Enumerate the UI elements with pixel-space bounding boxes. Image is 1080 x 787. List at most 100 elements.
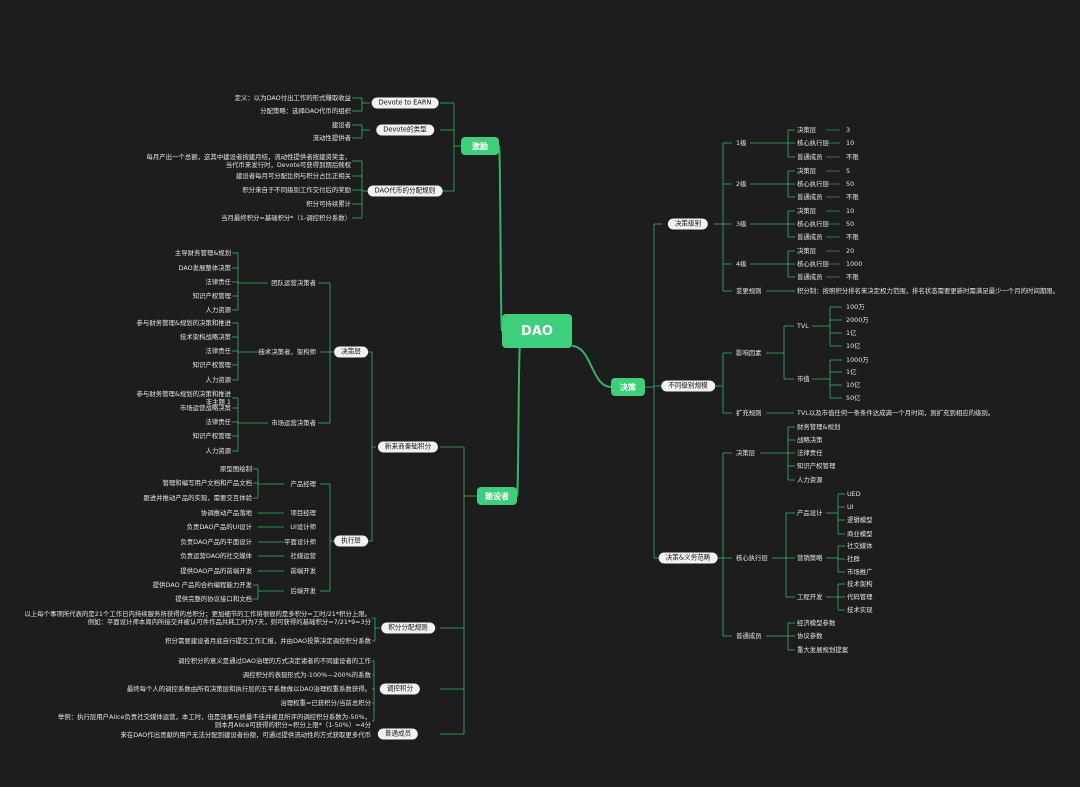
factor-value: 10亿: [846, 381, 861, 389]
duty-item: 技术实现: [847, 606, 873, 614]
level-quota: 1000: [846, 260, 863, 268]
decision-item: 参与财务管理&规划的决策和推进: [136, 319, 231, 327]
token-alloc-node[interactable]: DAO代币的分配规则: [367, 185, 443, 197]
voting-levels-node[interactable]: 决策级别: [667, 218, 709, 230]
points-rule-node[interactable]: 积分分配规则: [381, 622, 435, 634]
decision-item: 市场运营战略决策: [179, 404, 231, 412]
root-node-dao[interactable]: DAO: [502, 314, 572, 348]
factor-group: TVL: [797, 322, 809, 330]
executive-layer-node[interactable]: 执行层: [334, 535, 368, 547]
decision-item: 法律责任: [205, 347, 231, 355]
duty-item: 知识产权管理: [797, 462, 836, 470]
devote-to-earn-node[interactable]: Devote to EARN: [371, 97, 439, 109]
executive-group-label: 前端开发: [290, 567, 316, 575]
adjust-item: 调控积分的表现形式为-100%—200%的系数: [242, 671, 371, 679]
duty-subgroup: 产品设计: [797, 509, 823, 517]
duty-group: 决策层: [736, 449, 756, 457]
decision-item: 主导财务管理&规划: [174, 249, 231, 257]
level-name: 2级: [736, 180, 747, 188]
factor-value: 50亿: [846, 394, 861, 402]
duty-item: UI: [847, 503, 854, 511]
factor-value: 10亿: [846, 342, 861, 350]
level-quota: 不限: [846, 233, 859, 241]
duty-subgroup: 工程开发: [797, 593, 823, 601]
devote-type-item: 流动性提供者: [312, 134, 351, 142]
decision-item: 法律责任: [205, 418, 231, 426]
devote-types-node[interactable]: Devote的类型: [376, 124, 434, 136]
duty-group: 普通成员: [736, 632, 762, 640]
decision-item: 人力资源: [205, 306, 231, 314]
level-role: 普通成员: [797, 273, 823, 281]
duty-item: 经济模型参数: [797, 619, 836, 627]
level-role: 核心执行层: [797, 139, 829, 147]
adjust-item: 治理权重=已获积分/当前总积分: [280, 699, 371, 707]
level-quota: 不限: [846, 153, 859, 161]
duty-item: 社交媒体: [847, 542, 873, 550]
executive-item: 提供DAO产品的前端开发: [180, 567, 252, 575]
factor-name: 影响因素: [736, 349, 762, 357]
factor-value: 1亿: [846, 329, 857, 337]
executive-group-label: 产品经理: [290, 480, 316, 488]
adjust-points-node[interactable]: 调控积分: [379, 683, 421, 695]
token-alloc-item: 每月产出一个总额，这其中建设者按建月结，流动性提供者按建资奖金， 当代币来发行时…: [146, 153, 352, 169]
level-quota: 50: [846, 180, 855, 188]
change-rule-name: 变更规则: [736, 287, 762, 295]
duty-subgroup: 营销策略: [797, 554, 823, 562]
level-role: 普通成员: [797, 233, 823, 241]
change-rule-text: 积分制：按照积分排名来决定权力范围，排名状态需要更新时需满足最少一个月的时间期限…: [797, 287, 1060, 295]
level-quota: 不限: [846, 193, 859, 201]
duty-item: 代码管理: [847, 593, 873, 601]
level-role: 决策层: [797, 247, 817, 255]
level-quota: 不限: [846, 273, 859, 281]
duty-item: 人力资源: [797, 476, 823, 484]
duties-node[interactable]: 决策&义务范畴: [658, 552, 718, 564]
decision-group-label: 团队运营决策者: [271, 279, 316, 287]
member-node[interactable]: 普通成员: [377, 728, 419, 740]
executive-group-label: 社媒运营: [290, 552, 316, 560]
decision-item: DAO发展整体决策: [178, 264, 231, 272]
branch-incentive[interactable]: 激励: [461, 137, 499, 155]
decision-item: 知识产权管理: [192, 432, 231, 440]
decision-item: 知识产权管理: [192, 292, 231, 300]
level-quota: 50: [846, 220, 855, 228]
duty-item: 商业模型: [847, 530, 873, 538]
executive-item: 提供完整的协议接口和文档: [175, 595, 252, 603]
scale-node[interactable]: 不同级别规模: [661, 380, 715, 392]
duty-item: 社群: [847, 555, 860, 563]
newcomer-points-node[interactable]: 新来商秦础积分: [377, 441, 439, 453]
level-role: 普通成员: [797, 193, 823, 201]
factor-value: 1亿: [846, 368, 857, 376]
executive-item: 负责DAO产品的UI设计: [186, 523, 252, 531]
level-role: 决策层: [797, 167, 817, 175]
duty-group: 核心执行层: [736, 554, 768, 562]
decision-group-label: 市场运营决策者: [271, 419, 316, 427]
duty-item: 战略决策: [797, 436, 823, 444]
devote-earn-item: 分配策略：选择DAO代币的组织: [260, 107, 351, 115]
devote-type-item: 建设者: [331, 121, 351, 129]
decision-item: 知识产权管理: [192, 361, 231, 369]
decision-item: 技术架构战略决策: [179, 333, 231, 341]
decision-item: 人力资源: [205, 447, 231, 455]
level-role: 普通成员: [797, 153, 823, 161]
level-quota: 20: [846, 247, 855, 255]
decision-item: 人力资源: [205, 376, 231, 384]
duty-item: 法律责任: [797, 449, 823, 457]
level-role: 核心执行层: [797, 220, 829, 228]
branch-governance[interactable]: 决策: [611, 378, 645, 396]
level-role: 决策层: [797, 207, 817, 215]
token-alloc-item: 积分可持续累计: [306, 200, 351, 208]
factor-value: 1000万: [846, 356, 869, 364]
decision-group-label: 技术决策者，架构师: [258, 348, 316, 356]
token-alloc-item: 当月最终积分=基础积分*（1-调控积分系数）: [221, 214, 351, 222]
level-name: 3级: [736, 220, 747, 228]
decision-layer-node[interactable]: 决策层: [334, 346, 368, 358]
executive-group-label: UI设计师: [290, 523, 316, 531]
executive-group-label: 项目经理: [290, 509, 316, 517]
level-role: 核心执行层: [797, 180, 829, 188]
level-quota: 3: [846, 126, 851, 134]
branch-builder[interactable]: 建设者: [477, 487, 517, 505]
devote-earn-item: 定义：以为DAO付出工作的形式赚取收益: [234, 94, 351, 102]
member-item: 来在DAO作出贡献的用户无法分配到建设者份额，可通过提供流动性的方式获取更多代币: [120, 731, 371, 739]
points-rule-item: 积分需要建设者月底自行提交工作汇报，并由DAO投票决定调控积分系数: [165, 637, 371, 645]
